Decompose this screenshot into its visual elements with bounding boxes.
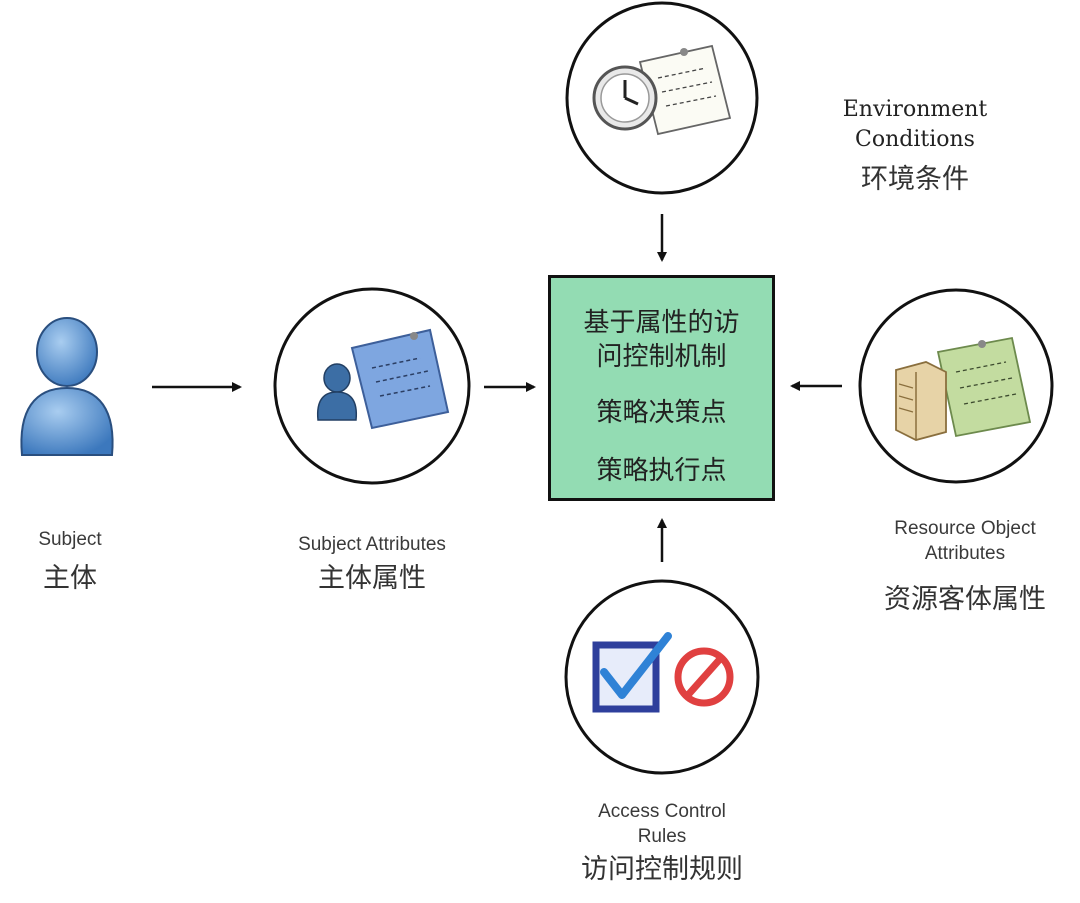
server-icon [895, 361, 947, 441]
rules-circle [564, 579, 760, 775]
subject-attributes-label-zh: 主体属性 [318, 563, 426, 594]
subject-attributes-circle [273, 287, 471, 485]
center-pep-label: 策略执行点 [596, 456, 727, 486]
environment-circle [565, 1, 759, 195]
clock-icon [592, 65, 658, 131]
environment-label-zh: 环境条件 [861, 164, 969, 195]
green-note-icon [936, 336, 1032, 438]
center-title-line1: 基于属性的访 [583, 308, 740, 338]
resource-label-en-1: Resource Object [894, 518, 1036, 539]
environment-label-en-2: Conditions [855, 127, 975, 152]
subject-label-zh: 主体 [43, 563, 97, 594]
center-pdp-label: 策略决策点 [596, 398, 727, 428]
rules-label-en-1: Access Control [598, 801, 726, 822]
subject-person-icon [20, 317, 114, 456]
prohibited-icon [674, 647, 734, 707]
subject-attributes-label-en: Subject Attributes [298, 534, 446, 555]
rules-label-en-2: Rules [637, 826, 687, 847]
rules-label-zh: 访问控制规则 [581, 854, 743, 885]
center-title-line2: 问控制机制 [596, 342, 727, 372]
small-person-icon [316, 363, 358, 421]
resource-label-en-2: Attributes [924, 543, 1006, 564]
subject-label-en: Subject [38, 529, 102, 550]
environment-label-en-1: Environment [842, 97, 988, 122]
blue-note-icon [350, 328, 450, 430]
resource-label-zh: 资源客体属性 [884, 584, 1046, 615]
checkbox-icon [592, 632, 672, 713]
resource-circle [858, 288, 1054, 484]
abac-center-box: 基于属性的访 问控制机制 策略决策点 策略执行点 [548, 275, 775, 501]
note-icon [638, 44, 732, 136]
